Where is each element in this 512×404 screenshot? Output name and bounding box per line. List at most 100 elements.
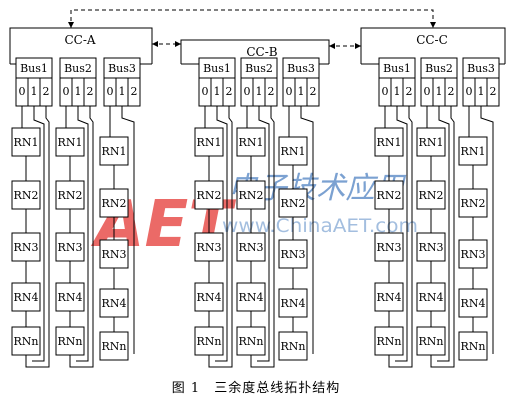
- remote-node-box: [194, 180, 224, 210]
- remote-node-box: [236, 232, 266, 262]
- channel-box: [198, 77, 236, 107]
- remote-node-label: RN2: [58, 189, 83, 202]
- channel-label: 1: [31, 85, 38, 98]
- bus-trunk: [69, 106, 94, 368]
- remote-node-label: RN1: [419, 136, 444, 149]
- bus-trunk: [388, 106, 413, 368]
- channel-label: 0: [202, 85, 209, 98]
- remote-node-label: RN2: [197, 189, 222, 202]
- remote-node-label: RNn: [14, 335, 39, 348]
- remote-node-box: [55, 127, 85, 157]
- channel-label: 0: [244, 85, 251, 98]
- bus-label: Bus1: [20, 62, 48, 75]
- bus-trunk: [480, 106, 494, 354]
- channel-label: 2: [43, 85, 50, 98]
- figure-caption: 图 1 三余度总线拓扑结构: [171, 381, 341, 396]
- controller-label: CC-C: [416, 33, 448, 47]
- remote-node-label: RNn: [377, 335, 402, 348]
- bus-trunk: [250, 106, 275, 368]
- remote-node-box: [458, 331, 488, 361]
- remote-node-label: RN4: [461, 297, 486, 310]
- arrow-head: [152, 41, 158, 47]
- remote-node-box: [99, 331, 129, 361]
- remote-node-label: RN3: [197, 241, 222, 254]
- remote-node-label: RNn: [281, 340, 306, 353]
- remote-node-box: [236, 127, 266, 157]
- remote-node-label: RN3: [239, 241, 264, 254]
- channel-label: 2: [310, 85, 317, 98]
- remote-node-label: RN1: [281, 145, 306, 158]
- channel-box: [420, 77, 458, 107]
- remote-node-label: RN3: [377, 241, 402, 254]
- bus-trunk: [25, 106, 50, 368]
- remote-node-box: [236, 326, 266, 356]
- remote-node-label: RNn: [239, 335, 264, 348]
- remote-node-label: RN1: [102, 145, 127, 158]
- channel-label: 2: [268, 85, 275, 98]
- channel-box: [103, 77, 141, 107]
- remote-node-box: [11, 232, 41, 262]
- remote-node-label: RN1: [14, 136, 39, 149]
- bus-trunk: [300, 106, 314, 354]
- bus-trunk: [121, 106, 135, 354]
- remote-node-box: [11, 180, 41, 210]
- remote-node-box: [236, 180, 266, 210]
- channel-label: 2: [490, 85, 497, 98]
- remote-node-label: RNn: [58, 335, 83, 348]
- controller-frame: [180, 39, 330, 64]
- bus-trunk: [430, 106, 455, 368]
- remote-node-label: RN1: [197, 136, 222, 149]
- wiring: [9, 9, 506, 368]
- dashed-link-a-c: [70, 9, 434, 28]
- remote-node-label: RN3: [281, 248, 306, 261]
- remote-node-label: RN3: [419, 241, 444, 254]
- channel-label: 0: [424, 85, 431, 98]
- remote-node-label: RN2: [461, 197, 486, 210]
- remote-node-label: RN4: [239, 291, 264, 304]
- remote-node-box: [458, 188, 488, 218]
- remote-node-label: RN4: [419, 291, 444, 304]
- channel-label: 0: [107, 85, 114, 98]
- watermark-url: www.ChinaAET.com: [222, 215, 418, 237]
- remote-node-box: [374, 282, 404, 312]
- remote-node-label: RN2: [14, 189, 39, 202]
- remote-node-box: [278, 239, 308, 269]
- remote-node-label: RN2: [281, 197, 306, 210]
- remote-node-box: [458, 136, 488, 166]
- channel-box: [59, 77, 97, 107]
- channel-box: [378, 77, 416, 107]
- arrow-head: [175, 41, 181, 47]
- remote-node-label: RN1: [58, 136, 83, 149]
- bus-trunk: [208, 106, 233, 368]
- channel-label: 1: [436, 85, 443, 98]
- remote-node-box: [458, 239, 488, 269]
- remote-node-box: [99, 136, 129, 166]
- bus-label: Bus2: [245, 62, 273, 75]
- channel-label: 0: [382, 85, 389, 98]
- arrow-head: [68, 22, 74, 28]
- bus-label: Bus3: [108, 62, 136, 75]
- remote-node-box: [11, 326, 41, 356]
- channel-label: 1: [298, 85, 305, 98]
- remote-node-box: [374, 326, 404, 356]
- bus-trunk: [257, 106, 270, 362]
- controller-label: CC-A: [64, 33, 95, 47]
- channel-label: 1: [75, 85, 82, 98]
- remote-node-box: [278, 188, 308, 218]
- channel-box: [462, 77, 500, 107]
- bus-label: Bus2: [425, 62, 453, 75]
- remote-node-label: RNn: [419, 335, 444, 348]
- remote-node-label: RNn: [102, 340, 127, 353]
- remote-node-box: [416, 326, 446, 356]
- bus-label: Bus1: [383, 62, 411, 75]
- remote-node-box: [458, 288, 488, 318]
- remote-node-box: [416, 180, 446, 210]
- remote-node-box: [99, 288, 129, 318]
- remote-node-box: [278, 288, 308, 318]
- remote-node-label: RN3: [102, 248, 127, 261]
- channel-box: [15, 77, 53, 107]
- remote-node-box: [278, 331, 308, 361]
- remote-node-box: [194, 326, 224, 356]
